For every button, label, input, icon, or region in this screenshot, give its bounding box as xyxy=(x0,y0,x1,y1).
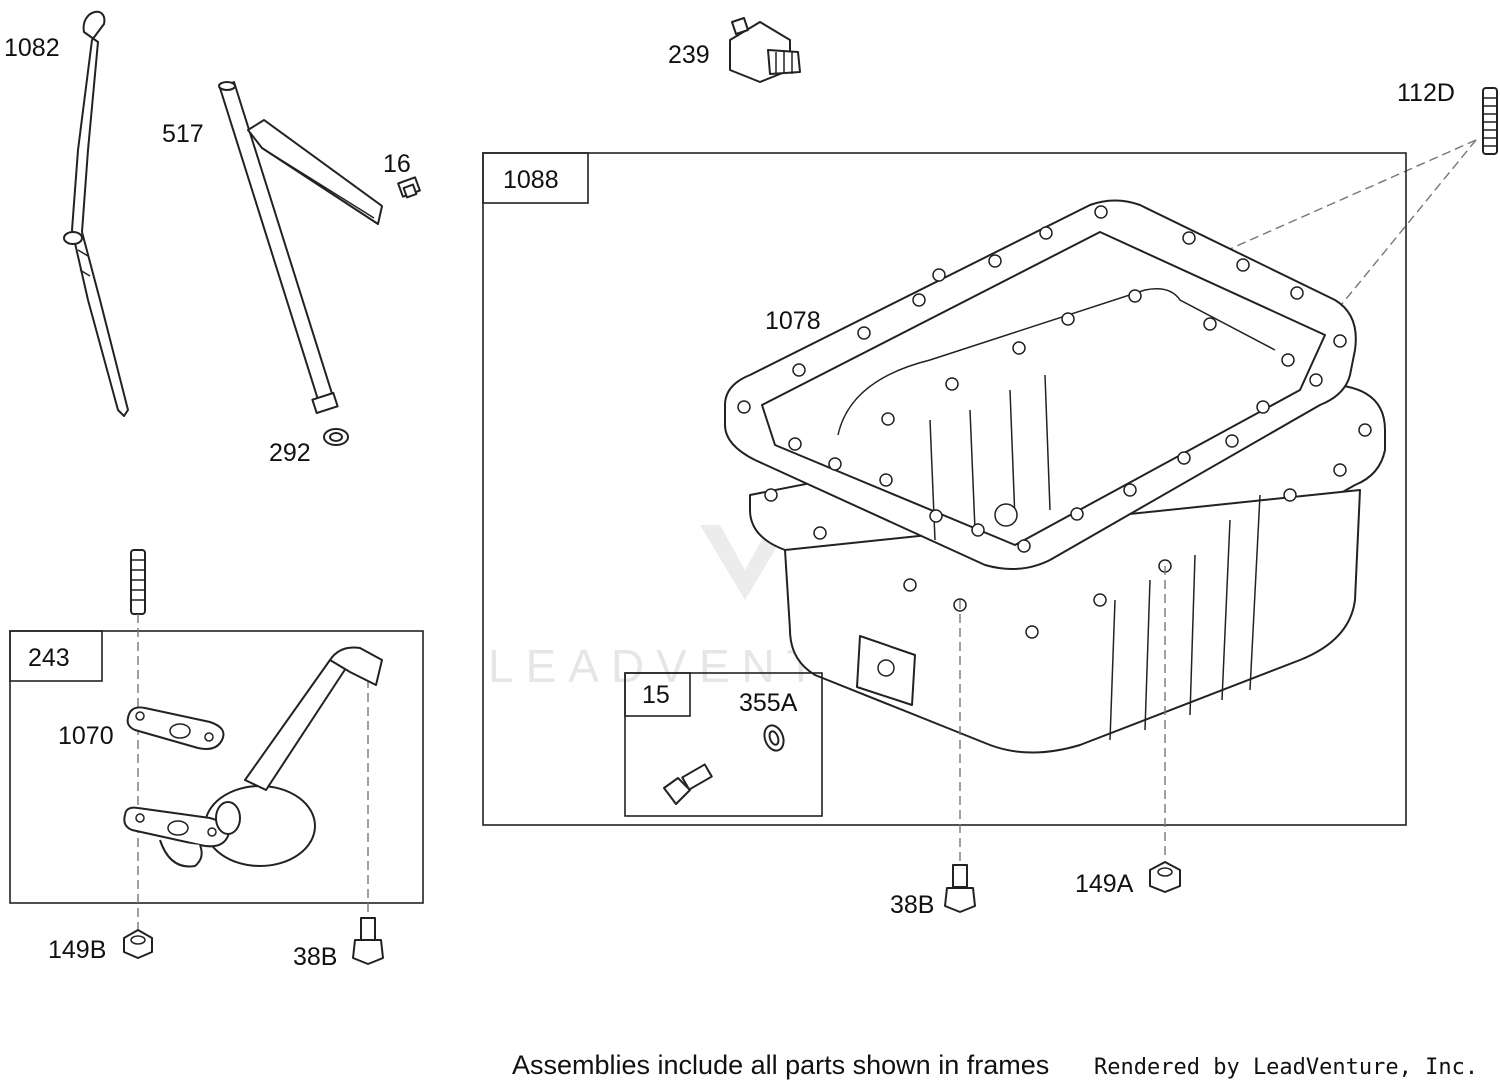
frame-15-label: 15 xyxy=(642,681,670,709)
footer-note: Assemblies include all parts shown in fr… xyxy=(512,1050,1050,1080)
frame-1088: 1088 xyxy=(482,152,1407,826)
label-355a: 355A xyxy=(739,689,798,717)
part-16-screw xyxy=(397,176,421,199)
part-1082-dipstick xyxy=(63,10,129,417)
part-oil-pickup xyxy=(123,646,383,868)
label-38b-mid: 38B xyxy=(890,891,934,919)
part-517-tube xyxy=(218,81,383,415)
frame-243-label: 243 xyxy=(28,644,70,672)
label-1070: 1070 xyxy=(58,722,114,750)
label-239: 239 xyxy=(668,41,710,69)
label-149a: 149A xyxy=(1075,870,1134,898)
part-1070-gasket xyxy=(126,706,225,750)
leader-112d-a xyxy=(1064,139,1477,323)
frame-243: 243 xyxy=(9,630,424,904)
part-149a-nut xyxy=(1149,861,1181,893)
label-1082: 1082 xyxy=(4,34,60,62)
label-38b-left: 38B xyxy=(293,943,337,971)
part-355a-washer xyxy=(763,724,785,752)
part-38b-mid-bolt xyxy=(944,864,976,913)
part-239-sensor xyxy=(729,17,801,83)
callout-labels: 1082 517 16 292 239 112D 1078 355A 1070 … xyxy=(4,34,1455,971)
part-292-grommet xyxy=(323,428,349,446)
part-38b-left-bolt xyxy=(352,917,384,965)
label-292: 292 xyxy=(269,439,311,467)
gasket-holes xyxy=(737,205,1372,639)
label-149b: 149B xyxy=(48,936,106,964)
label-1078: 1078 xyxy=(765,307,821,335)
label-517: 517 xyxy=(162,120,204,148)
part-15-drain-plug xyxy=(663,763,713,805)
label-16: 16 xyxy=(383,150,411,178)
part-stud xyxy=(130,549,146,615)
footer-credit: Rendered by LeadVenture, Inc. xyxy=(1094,1055,1479,1080)
watermark-logo-icon xyxy=(700,525,790,600)
label-112d: 112D xyxy=(1397,79,1455,107)
frame-1088-label: 1088 xyxy=(503,166,559,194)
frame-15: 15 xyxy=(624,672,823,817)
part-149b-nut xyxy=(123,929,153,959)
part-112d-stud xyxy=(1482,87,1498,155)
